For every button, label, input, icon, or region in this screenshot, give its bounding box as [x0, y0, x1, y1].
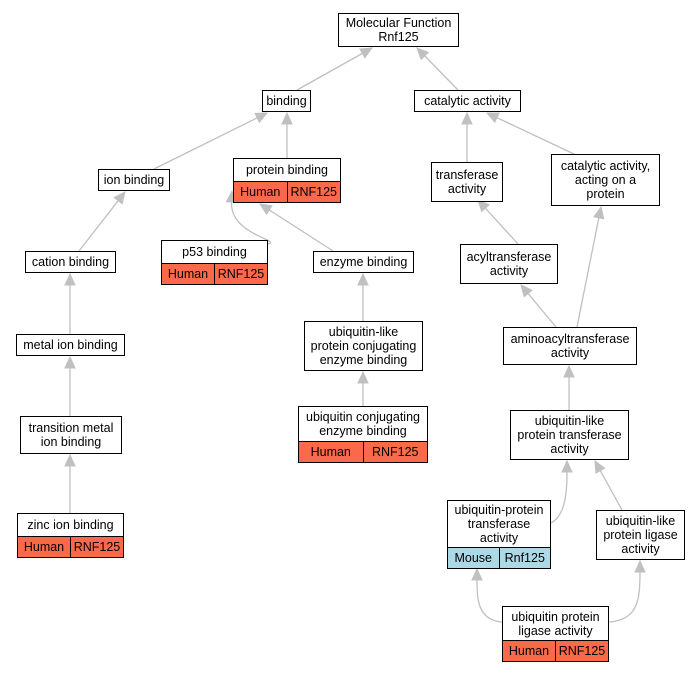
edge-transferase-to-catalytic	[461, 111, 473, 162]
evidence-gene: RNF125	[214, 264, 267, 284]
node-zinc: zinc ion binding	[17, 513, 124, 537]
evidence-table: Human RNF125	[502, 641, 609, 662]
edge-transition-metal-to-metal-ion	[64, 355, 76, 416]
edge-metal-ion-to-cation-binding	[64, 272, 76, 334]
edge-protein-binding-to-binding	[281, 111, 293, 158]
evidence-gene: RNF125	[555, 641, 608, 661]
edge-ubi-ligase-to-ubl-ligase	[608, 559, 646, 623]
edge-cation-binding-to-ion-binding	[78, 191, 126, 252]
edge-binding-to-mf	[296, 47, 374, 91]
evidence-gene: RNF125	[70, 537, 123, 557]
node-ion-binding: ion binding	[98, 169, 170, 191]
evidence-table: Human RNF125	[233, 182, 341, 203]
edge-ubi-prot-transferase-to-ubl-transferase	[550, 459, 573, 524]
node-ubi-conj-enzyme: ubiquitin conjugating enzyme binding	[298, 406, 428, 442]
node-metal-ion: metal ion binding	[16, 334, 125, 356]
node-p53-binding: p53 binding	[161, 240, 268, 264]
edge-ion-binding-to-binding	[153, 112, 269, 170]
evidence-table: Human RNF125	[161, 264, 268, 285]
evidence-gene: Rnf125	[498, 548, 551, 568]
evidence-species: Human	[23, 540, 65, 554]
node-transition-metal: transition metal ion binding	[20, 416, 122, 454]
edge-ubl-ligase-to-ubl-transferase	[594, 459, 623, 511]
edge-ubl-conj-enzyme-to-enzyme-binding	[357, 272, 369, 321]
node-binding: binding	[262, 90, 311, 112]
edge-catalytic-to-mf	[416, 47, 459, 91]
node-enzyme-binding: enzyme binding	[313, 251, 414, 273]
edge-ubl-transferase-to-aminoacyl	[563, 364, 575, 410]
evidence-table: Human RNF125	[298, 442, 428, 463]
node-aminoacyl: aminoacyltransferase activity	[503, 327, 637, 365]
node-catalytic: catalytic activity	[414, 90, 521, 112]
edge-zinc-to-transition-metal	[64, 453, 76, 513]
edge-aminoacyl-to-acyltransferase	[520, 284, 557, 328]
node-mf: Molecular Function Rnf125	[338, 13, 459, 47]
node-transferase: transferase activity	[431, 162, 503, 202]
node-ubi-ligase: ubiquitin protein ligase activity	[502, 606, 609, 641]
evidence-table: Human RNF125	[17, 537, 124, 558]
edge-aminoacyl-to-cat-protein	[576, 205, 605, 328]
evidence-species: Human	[167, 267, 209, 281]
node-cat-protein: catalytic activity, acting on a protein	[551, 154, 660, 206]
node-ubl-conj-enzyme: ubiquitin-like protein conjugating enzym…	[304, 321, 423, 371]
edge-acyltransferase-to-transferase	[477, 199, 519, 245]
evidence-species: Human	[310, 445, 351, 459]
node-ubl-ligase: ubiquitin-like protein ligase activity	[596, 510, 685, 560]
edge-ubi-ligase-to-ubi-prot-transferase	[471, 567, 503, 623]
evidence-gene: RNF125	[362, 442, 428, 462]
edge-cat-protein-to-catalytic	[485, 112, 575, 155]
node-ubi-prot-transferase: ubiquitin-protein transferase activity	[447, 500, 551, 548]
evidence-species: Mouse	[454, 551, 493, 565]
evidence-gene: RNF125	[286, 182, 341, 202]
edge-ubi-conj-enzyme-to-ubl-conj-enzyme	[357, 370, 369, 406]
evidence-species: Human	[508, 644, 550, 658]
node-acyltransferase: acyltransferase activity	[460, 244, 558, 284]
evidence-species: Human	[240, 185, 281, 199]
node-protein-binding: protein binding	[233, 158, 341, 182]
node-ubl-transferase: ubiquitin-like protein transferase activ…	[510, 410, 629, 460]
node-cation-binding: cation binding	[25, 251, 116, 273]
edge-enzyme-binding-to-protein-binding	[258, 203, 334, 252]
evidence-table: Mouse Rnf125	[447, 548, 551, 569]
